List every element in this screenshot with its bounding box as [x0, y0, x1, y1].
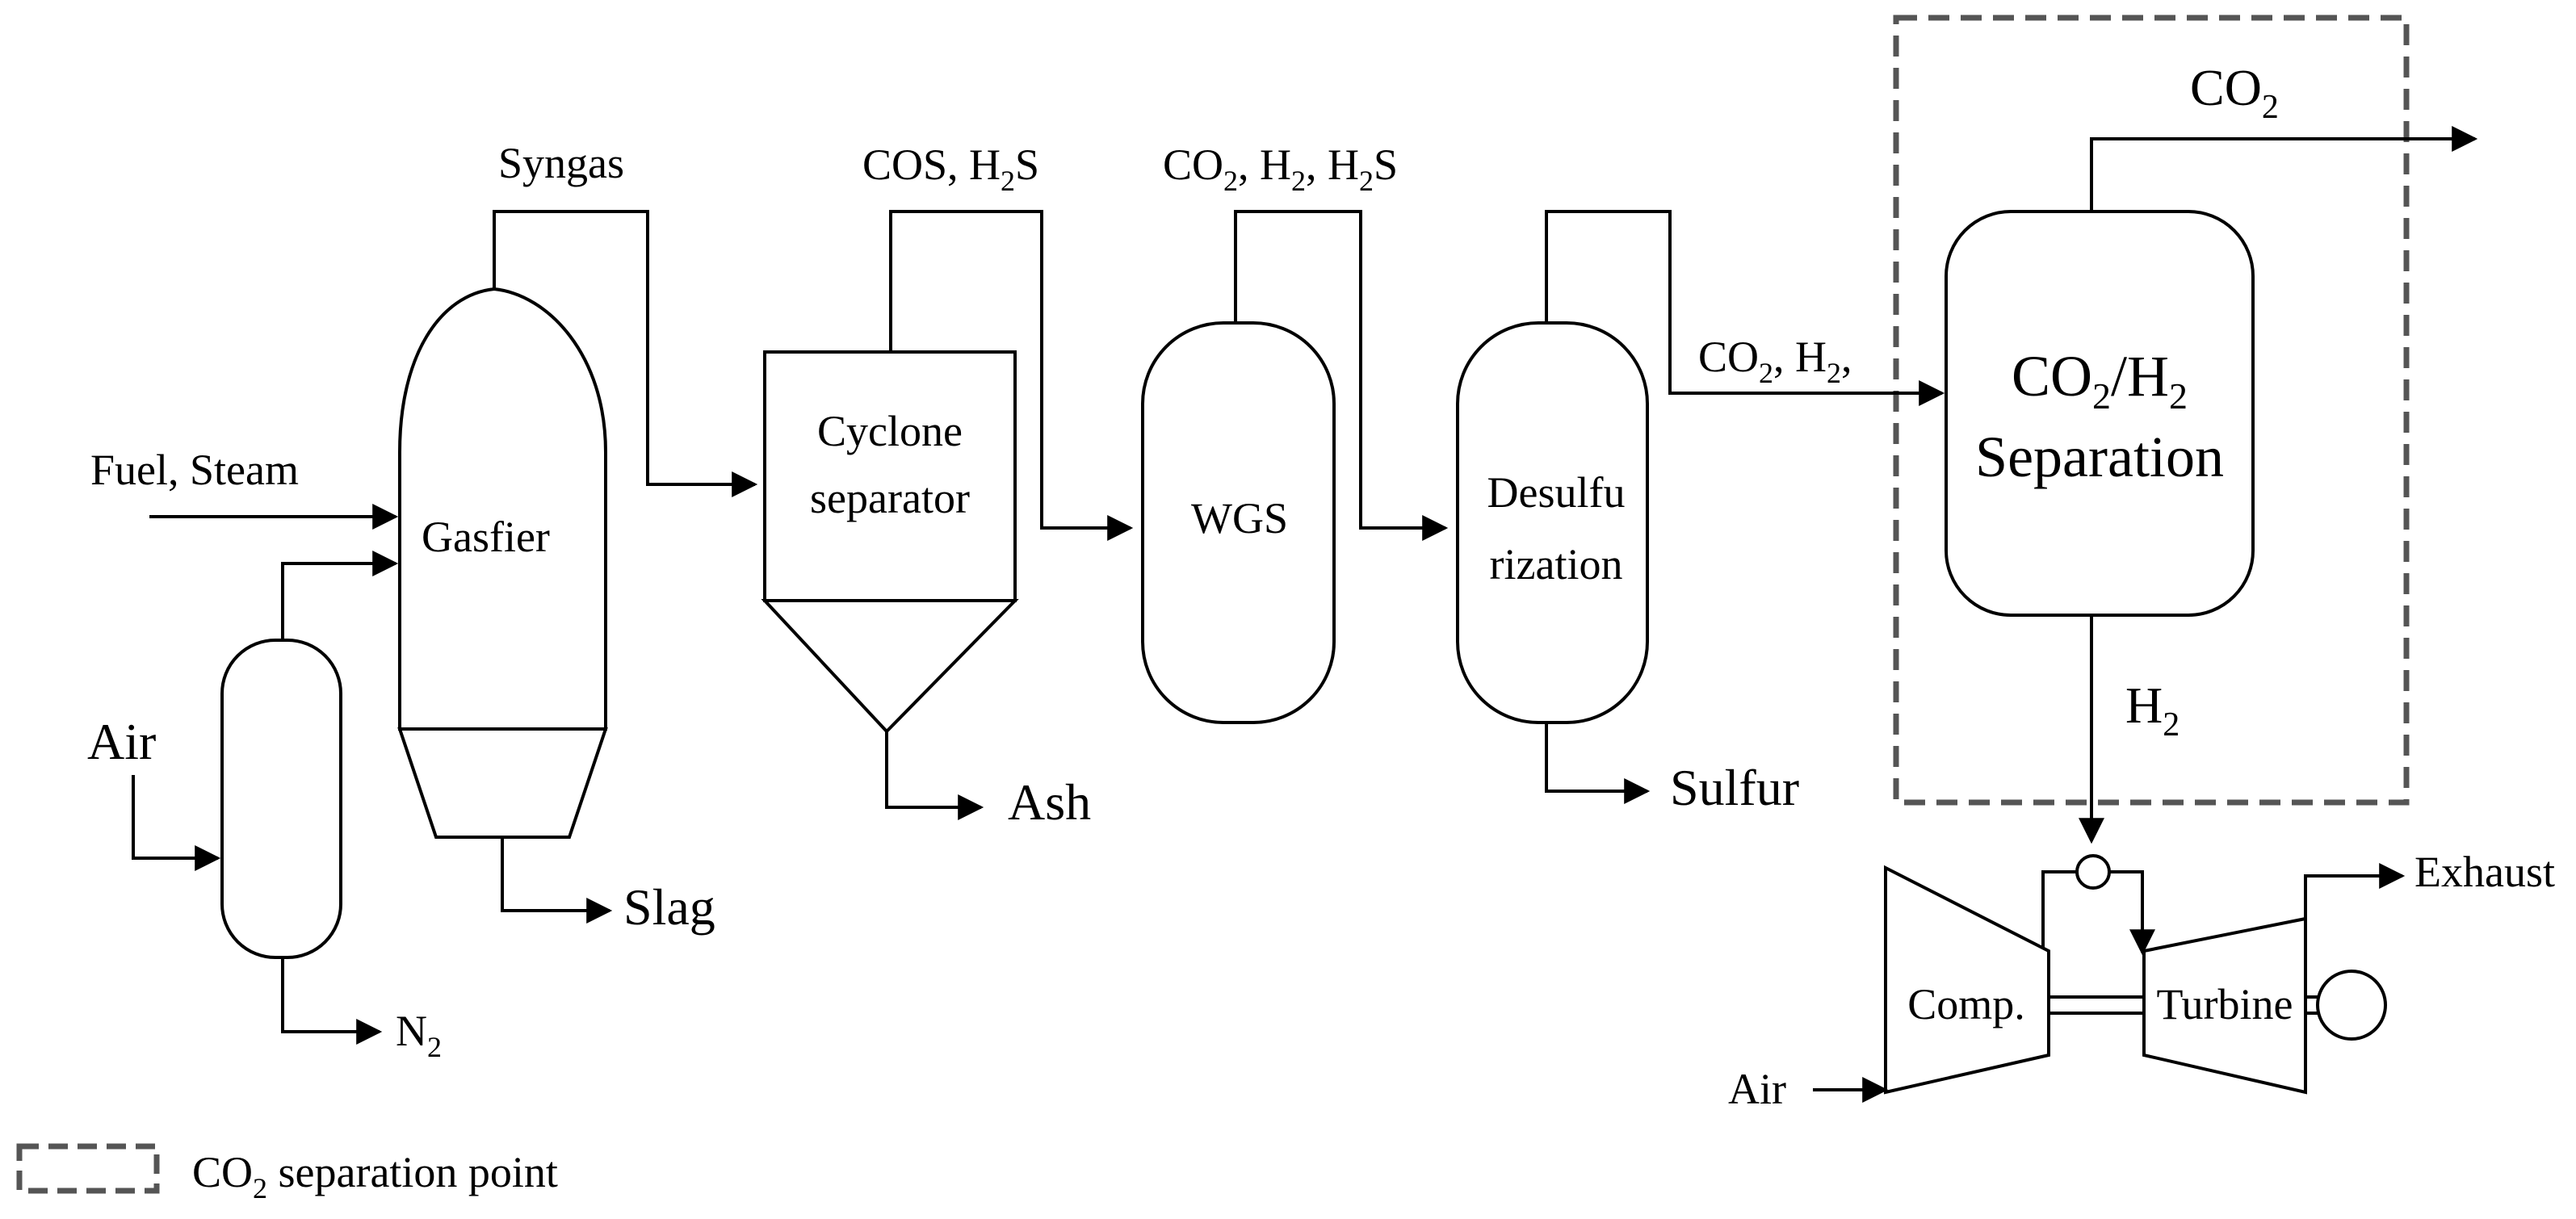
- cyclone-label-line2: separator: [810, 474, 970, 522]
- co2-out-label: CO2: [2190, 59, 2279, 126]
- slag-out-arrow: [501, 837, 613, 924]
- air-left-arrow: [132, 775, 221, 871]
- sulfur-label: Sulfur: [1670, 759, 1799, 816]
- exhaust-label: Exhaust: [2414, 848, 2555, 896]
- turbine: [2142, 916, 2307, 1095]
- sulfur-out-arrow: [1545, 723, 1651, 804]
- gasifier-label: Gasfier: [422, 513, 550, 561]
- ash-out-arrow: [885, 731, 984, 820]
- legend-dashed-swatch: [16, 1143, 160, 1194]
- n2-out-arrow: [281, 957, 383, 1045]
- slag-label: Slag: [623, 878, 715, 936]
- ash-label: Ash: [1008, 773, 1091, 831]
- cyclone-label-line1: Cyclone: [817, 407, 963, 455]
- desulfurization-unit: [1456, 321, 1649, 724]
- wgs-out-label: CO2, H2, H2S: [1163, 140, 1398, 197]
- wgs-to-desulf-line: [1234, 210, 1449, 541]
- desulf-out-label: CO2, H2,: [1698, 333, 1852, 389]
- cyclone-separator-cone: [761, 599, 1019, 734]
- syngas-label: Syngas: [498, 139, 624, 187]
- n2-label: N2: [396, 1007, 442, 1063]
- cos-h2s-label: COS, H2S: [862, 140, 1039, 197]
- compressor-to-combustor-line: [2041, 870, 2077, 951]
- turbine-label: Turbine: [2156, 980, 2293, 1028]
- desulf-label-line1: Desulfu: [1487, 468, 1626, 517]
- air-separation-column: [220, 639, 342, 959]
- combustor: [2075, 854, 2111, 890]
- wgs-reactor: [1141, 321, 1336, 724]
- gasifier-vessel: [398, 287, 607, 731]
- separation-label-line2: Separation: [1975, 425, 2224, 489]
- generator: [2316, 970, 2387, 1041]
- co2-out-arrow: [2090, 126, 2478, 212]
- h2-out-label: H2: [2125, 677, 2180, 744]
- co2-separation-boundary: [1893, 15, 2410, 806]
- syngas-line: [493, 210, 758, 497]
- fuel-steam-label: Fuel, Steam: [90, 446, 299, 494]
- separation-label-line1: CO2/H2: [2012, 344, 2188, 417]
- exhaust-out-arrow: [2304, 863, 2406, 919]
- co2-h2-separation-unit: [1945, 210, 2255, 617]
- column-to-gasifier-arrow: [281, 551, 399, 640]
- cyclone-to-wgs-line: [889, 210, 1134, 541]
- legend-label: CO2 separation point: [192, 1148, 558, 1204]
- cyclone-separator-body: [763, 350, 1017, 602]
- air-bottom-label: Air: [1728, 1065, 1786, 1113]
- desulf-to-separation-line: [1545, 210, 1945, 406]
- air-left-label: Air: [87, 713, 156, 770]
- compressor-label: Comp.: [1907, 980, 2025, 1028]
- wgs-label: WGS: [1191, 494, 1288, 542]
- desulf-label-line2: rization: [1490, 540, 1623, 589]
- gasifier-slag-hopper: [397, 727, 608, 839]
- combustor-to-turbine-arrow: [2109, 870, 2155, 956]
- compressor: [1884, 865, 2050, 1095]
